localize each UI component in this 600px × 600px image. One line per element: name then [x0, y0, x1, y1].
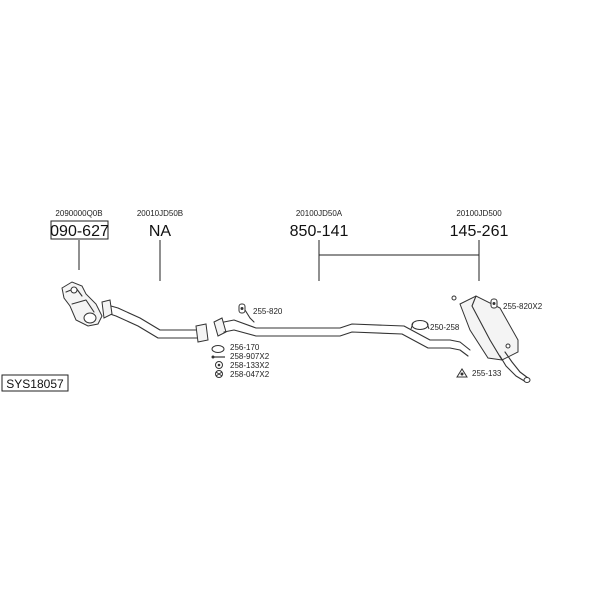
nut-hole-icon	[217, 363, 221, 367]
fitting-label-3[interactable]: 258-907X2	[230, 352, 270, 361]
rubber-hanger-icon[interactable]	[238, 303, 246, 314]
rubber-hanger-icon-rear[interactable]	[490, 298, 498, 309]
component-ref-2: 20010JD50B	[137, 209, 183, 218]
middle-pipe[interactable]	[213, 309, 451, 349]
component-ref-4: 20100JD500	[456, 209, 502, 218]
fitting-label-6[interactable]: 250-258	[430, 323, 460, 332]
rear-silencer[interactable]	[449, 295, 531, 383]
fitting-label-1[interactable]: 255-820	[253, 307, 283, 316]
catalytic-converter[interactable]	[61, 281, 103, 327]
front-pipe[interactable]	[101, 299, 209, 343]
fitting-label-7[interactable]: 255-820X2	[503, 302, 543, 311]
fitting-label-8[interactable]: 255-133	[472, 369, 502, 378]
fitting-label-5[interactable]: 258-047X2	[230, 370, 270, 379]
component-part-1[interactable]: 090-627	[50, 223, 109, 240]
component-part-2[interactable]: NA	[149, 223, 172, 240]
component-part-3[interactable]: 850-141	[290, 223, 349, 240]
bolt-head-icon	[211, 355, 215, 359]
system-id-box	[1, 374, 69, 392]
component-ref-1: 2090000Q0B	[55, 209, 102, 218]
component-ref-3: 20100JD50A	[296, 209, 343, 218]
mounting-rubber-icon[interactable]	[456, 368, 468, 378]
system-id: SYS18057	[6, 377, 64, 391]
part-number-box	[50, 220, 109, 240]
washer-cross-icon	[215, 371, 223, 377]
gasket-ring-icon	[211, 345, 225, 353]
fitting-label-2[interactable]: 256-170	[230, 343, 260, 352]
component-part-4[interactable]: 145-261	[450, 223, 509, 240]
fitting-label-4[interactable]: 258-133X2	[230, 361, 270, 370]
pipe-clamp-icon[interactable]	[410, 319, 430, 331]
